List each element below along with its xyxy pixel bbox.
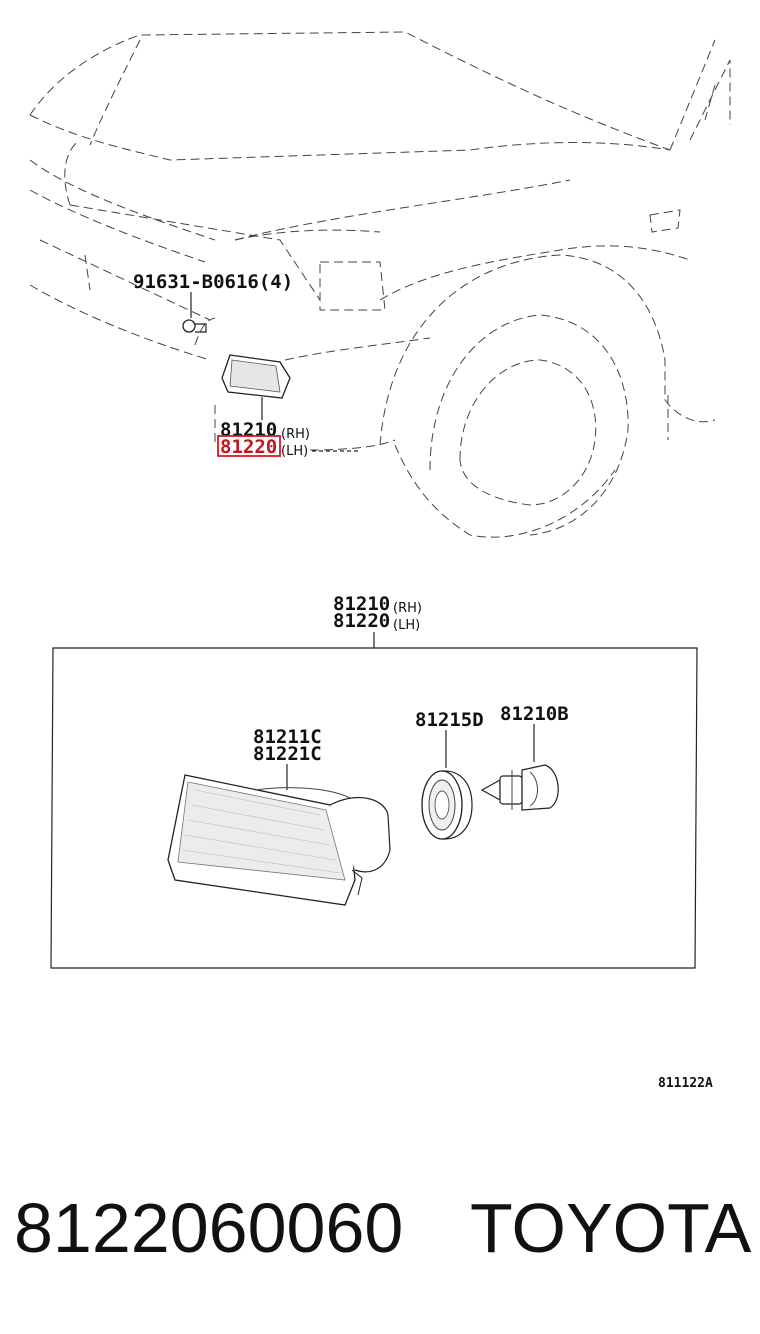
callout-assy-lh: 81220 [220, 436, 277, 458]
fog-lamp-installed-icon [221, 354, 291, 420]
footer: 8122060060 TOYOTA [0, 1188, 760, 1278]
callout-socket: 81215D [415, 709, 484, 731]
callout-detail-rh: 81210 [333, 593, 390, 615]
bolt-icon [182, 292, 207, 333]
callout-detail-lh: 81220 [333, 610, 390, 632]
halogen-bulb-icon [480, 764, 559, 811]
callout-bolt: 91631-B0616(4) [133, 271, 293, 293]
callout-lens-2: 81221C [253, 743, 322, 765]
callout-assy-lh-side: (LH) [281, 444, 308, 459]
bulb-socket-icon [421, 770, 473, 840]
callout-bulb: 81210B [500, 703, 569, 725]
callout-detail-rh-side: (RH) [393, 601, 422, 616]
fog-lamp-lens-icon [167, 774, 391, 906]
highlight-box [217, 435, 281, 457]
callout-lens-1: 81211C [253, 726, 322, 748]
vehicle-outline [29, 31, 731, 538]
illustration-code: 811122A [658, 1076, 713, 1091]
detail-frame [50, 647, 698, 969]
callout-assy-rh-side: (RH) [281, 427, 310, 442]
callout-detail-lh-side: (LH) [393, 618, 420, 633]
brand-name: TOYOTA [470, 1189, 752, 1267]
part-number: 8122060060 [14, 1189, 404, 1267]
